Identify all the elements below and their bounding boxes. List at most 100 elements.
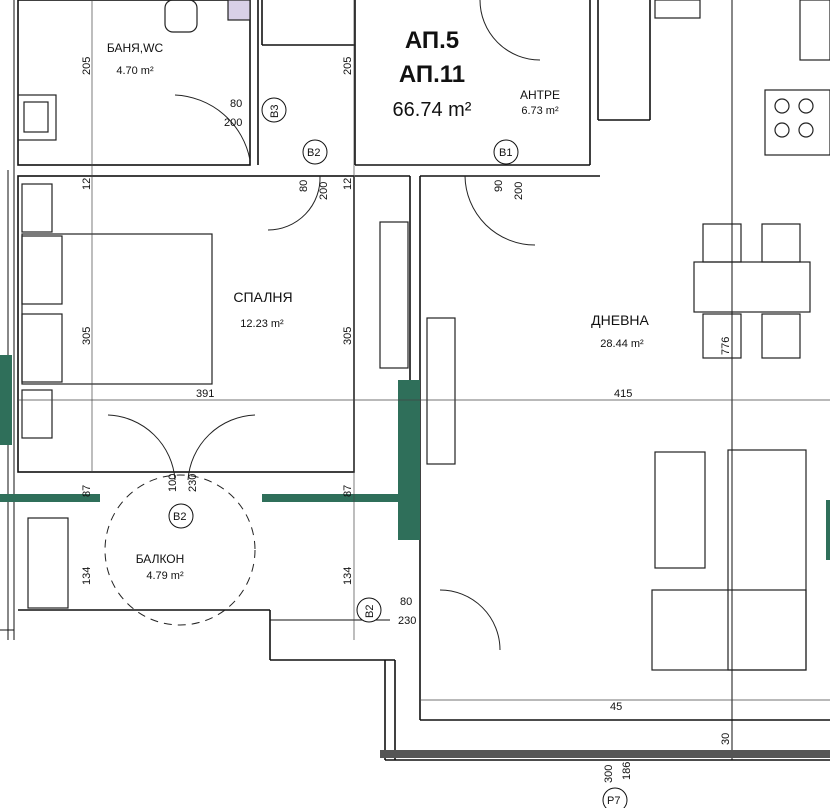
door-tag-b1: B1 — [493, 139, 519, 165]
dim-80-c: 80 — [400, 596, 412, 608]
dim-200-b: 200 — [318, 182, 330, 200]
balcony-door-right — [187, 414, 256, 481]
dim-200-a: 200 — [224, 117, 242, 129]
dining-table — [693, 261, 811, 313]
dim-305-b: 305 — [342, 327, 354, 345]
bath-name: БАНЯ,WC — [107, 41, 164, 55]
dim-45: 45 — [610, 701, 622, 713]
chair-3 — [702, 313, 742, 359]
apartment-title: АП.5 АП.11 66.74 m² — [393, 27, 472, 121]
dim-87-a: 87 — [81, 485, 93, 497]
door-tag-b2c: B2 — [356, 597, 382, 623]
balcony-table — [27, 517, 69, 609]
door-tag-b2c-label: B2 — [364, 605, 376, 618]
door-tag-p7-label: P7 — [607, 795, 620, 807]
burner-2 — [798, 98, 814, 114]
hatch-balcony-left — [0, 494, 100, 502]
door-tag-b1-circle — [493, 139, 519, 165]
hall-area: 6.73 m² — [521, 105, 559, 117]
door-tag-b3-label: B3 — [269, 105, 281, 118]
dim-205-a: 205 — [81, 57, 93, 75]
hatch-balcony-right — [262, 494, 398, 502]
apartment-area: 66.74 m² — [393, 99, 472, 121]
dim-90: 90 — [493, 180, 505, 192]
pillow-2 — [21, 313, 63, 383]
bath-area: 4.70 m² — [116, 65, 154, 77]
outer-wall-strips — [0, 0, 390, 640]
hatch-center — [398, 380, 420, 540]
door-tag-b3: B3 — [261, 97, 287, 123]
facade-strip — [380, 750, 830, 758]
door-tags: B3 B2 B1 B2 B2 P7 — [168, 97, 628, 808]
dimension-lines — [18, 0, 830, 701]
entrance-door-swing — [479, 0, 541, 61]
dim-391: 391 — [196, 388, 214, 400]
burner-1 — [774, 98, 790, 114]
door-bath-swing — [174, 94, 251, 161]
chair-2 — [761, 223, 801, 263]
door-tag-b2b-circle — [168, 503, 194, 529]
bedroom-area: 12.23 m² — [240, 318, 284, 330]
furniture — [17, 0, 830, 671]
door-bedroom-swing — [267, 175, 321, 231]
dim-100: 100 — [167, 474, 179, 492]
balcony-name: БАЛКОН — [136, 552, 185, 566]
sofa-chaise — [651, 589, 807, 671]
dimension-labels: 205 205 80 200 12 12 80 200 90 200 305 3… — [81, 57, 732, 783]
chair-4 — [761, 313, 801, 359]
bath-walls — [17, 0, 251, 166]
dim-230-a: 230 — [187, 474, 199, 492]
sofa — [727, 449, 807, 671]
hatch-right — [826, 500, 830, 560]
dim-134-a: 134 — [81, 567, 93, 585]
washbasin — [17, 94, 57, 141]
living-area: 28.44 m² — [600, 338, 644, 350]
dim-776: 776 — [720, 337, 732, 355]
chair-1 — [702, 223, 742, 263]
dim-12-a: 12 — [81, 178, 93, 190]
washbasin-bowl — [23, 101, 49, 133]
door-tag-b1-label: B1 — [499, 147, 512, 159]
bed — [21, 233, 213, 385]
balcony-door-left — [107, 414, 176, 481]
bath-fixture — [164, 0, 198, 33]
hall-name: АНТРЕ — [520, 88, 560, 102]
dim-80-b: 80 — [298, 180, 310, 192]
door-tag-b2c-circle — [356, 597, 382, 623]
dim-305-a: 305 — [81, 327, 93, 345]
dim-87-b: 87 — [342, 485, 354, 497]
door-hall-swing — [464, 175, 536, 246]
doors — [104, 0, 541, 651]
door-tag-b2b: B2 — [168, 503, 194, 529]
door-living-swing — [439, 589, 501, 651]
bedroom-name: СПАЛНЯ — [233, 289, 292, 305]
fridge — [799, 0, 830, 61]
dim-186: 186 — [621, 762, 633, 780]
nightstand-1 — [21, 183, 53, 233]
washer — [227, 0, 251, 21]
cooktop — [764, 89, 830, 156]
living-name: ДНЕВНА — [591, 312, 649, 328]
nightstand-2 — [21, 389, 53, 439]
burner-3 — [774, 122, 790, 138]
apartment-name-1: АП.5 — [405, 27, 459, 54]
door-tag-p7-circle — [602, 787, 628, 808]
burner-4 — [798, 122, 814, 138]
dim-12-b: 12 — [342, 178, 354, 190]
dim-205-b: 205 — [342, 57, 354, 75]
door-tag-b2b-label: B2 — [173, 511, 186, 523]
wardrobe-left — [379, 221, 409, 369]
room-labels: БАНЯ,WC 4.70 m² АНТРЕ 6.73 m² СПАЛНЯ 12.… — [107, 41, 650, 582]
coffee-table — [654, 451, 706, 569]
door-tag-p7: P7 — [602, 787, 628, 808]
apartment-name-2: АП.11 — [399, 61, 465, 88]
door-tag-b2a-circle — [302, 139, 328, 165]
dim-300: 300 — [603, 765, 615, 783]
pillow-1 — [21, 235, 63, 305]
balcony-area: 4.79 m² — [146, 570, 184, 582]
door-tag-b3-circle — [261, 97, 287, 123]
dim-30: 30 — [720, 733, 732, 745]
dim-200-c: 200 — [513, 182, 525, 200]
walls — [17, 0, 830, 761]
dim-134-b: 134 — [342, 567, 354, 585]
